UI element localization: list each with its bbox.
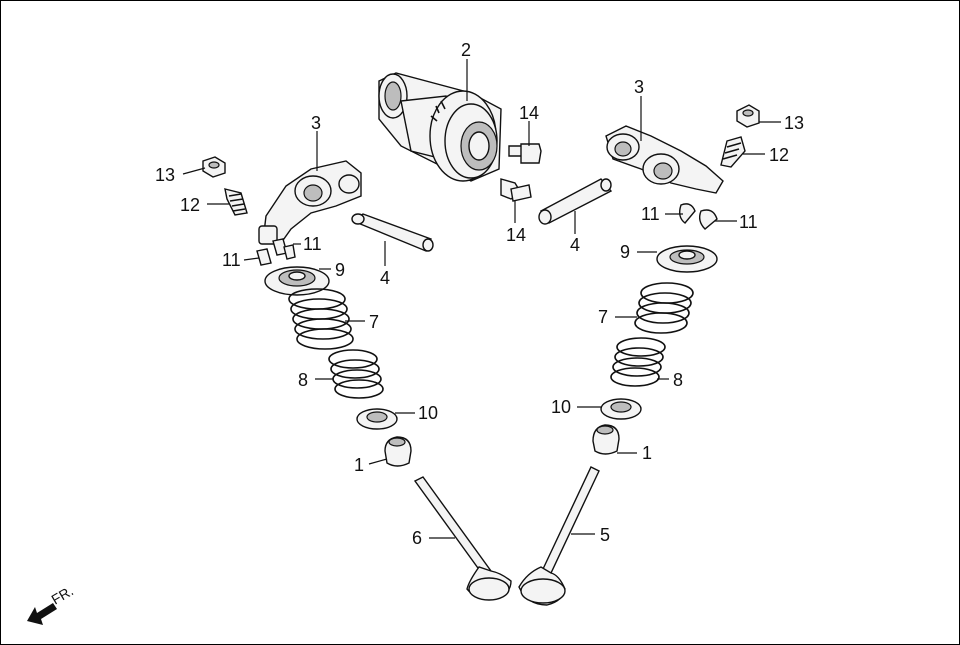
rocker-shaft-left bbox=[351, 213, 434, 252]
label-13: 13 bbox=[155, 165, 175, 185]
valve-stem-seal-left bbox=[384, 436, 412, 467]
label-3: 3 bbox=[311, 113, 321, 133]
lock-nut-right bbox=[736, 104, 760, 128]
label-12: 12 bbox=[180, 195, 200, 215]
label-1: 1 bbox=[642, 443, 652, 463]
leader-lines bbox=[182, 59, 781, 539]
rocker-arm-left bbox=[258, 160, 362, 245]
camshaft bbox=[378, 72, 502, 182]
lock-nut-left bbox=[202, 156, 226, 178]
label-7: 7 bbox=[598, 307, 608, 327]
label-8: 8 bbox=[673, 370, 683, 390]
valve-cotters-left bbox=[256, 238, 296, 266]
exhaust-valve bbox=[413, 476, 512, 601]
label-11: 11 bbox=[222, 250, 241, 270]
rocker-arm-right bbox=[605, 125, 724, 194]
valve-stem-seal-right bbox=[592, 424, 620, 455]
label-9: 9 bbox=[620, 242, 630, 262]
label-13: 13 bbox=[784, 113, 804, 133]
label-12: 12 bbox=[769, 145, 789, 165]
label-9: 9 bbox=[335, 260, 345, 280]
outer-valve-spring-left bbox=[288, 288, 354, 350]
label-14: 14 bbox=[506, 225, 526, 245]
bolt-lower bbox=[500, 178, 532, 202]
intake-valve bbox=[518, 466, 600, 606]
label-3: 3 bbox=[634, 77, 644, 97]
inner-valve-spring-right bbox=[610, 337, 666, 387]
front-direction-arrow-icon bbox=[27, 603, 57, 625]
spring-retainer-left bbox=[264, 266, 330, 296]
label-2: 2 bbox=[461, 40, 471, 60]
valve-cotters-right bbox=[678, 203, 718, 230]
label-11: 11 bbox=[739, 212, 758, 232]
rocker-shaft-right bbox=[538, 178, 613, 225]
spring-seat-left bbox=[356, 408, 398, 430]
spring-seat-right bbox=[600, 398, 642, 420]
adjuster-screw-right bbox=[720, 136, 746, 168]
label-6: 6 bbox=[412, 528, 422, 548]
adjuster-screw-left bbox=[224, 188, 248, 216]
label-4: 4 bbox=[570, 235, 580, 255]
label-14: 14 bbox=[519, 103, 539, 123]
label-10: 10 bbox=[418, 403, 438, 423]
label-11: 11 bbox=[641, 204, 660, 224]
spring-retainer-right bbox=[656, 245, 718, 273]
bolt-upper bbox=[508, 143, 542, 164]
label-1: 1 bbox=[354, 455, 364, 475]
outer-valve-spring-right bbox=[634, 282, 694, 334]
label-11: 11 bbox=[303, 234, 322, 254]
label-10: 10 bbox=[551, 397, 571, 417]
label-7: 7 bbox=[369, 312, 379, 332]
label-4: 4 bbox=[380, 268, 390, 288]
label-5: 5 bbox=[600, 525, 610, 545]
label-8: 8 bbox=[298, 370, 308, 390]
inner-valve-spring-left bbox=[328, 349, 384, 399]
